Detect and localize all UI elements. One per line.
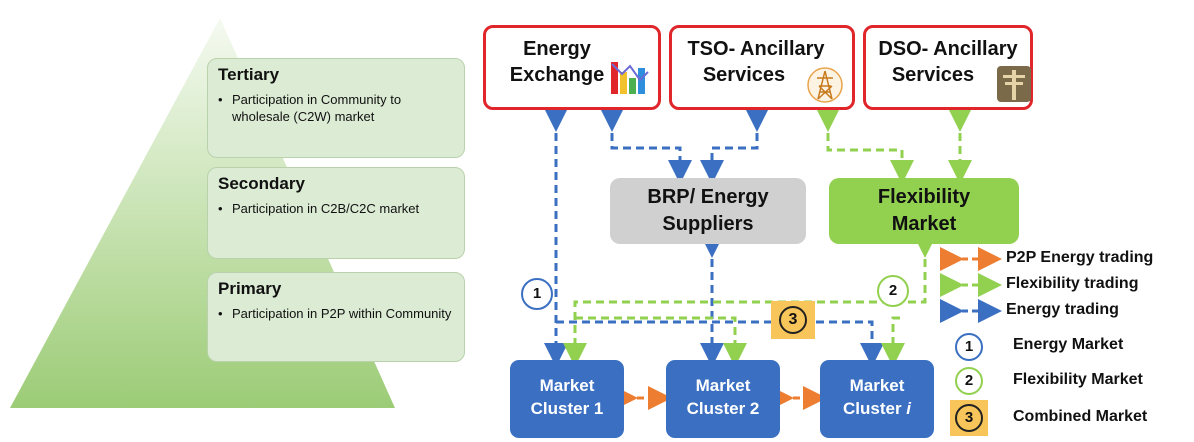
cluster-line-2: Cluster 2 (686, 399, 760, 418)
legend-energy-market-label: Energy Market (1013, 336, 1124, 353)
level-description: Participation in C2B/C2C market (218, 200, 454, 217)
box-line-1: Flexibility (877, 186, 971, 208)
flexibility-market-badge: 2 (877, 275, 909, 307)
combined-market-badge: 3 (771, 301, 815, 339)
legend-combined-market-badge: 3 (950, 400, 988, 436)
cluster-line-1: Market (849, 376, 905, 395)
brp-suppliers-box: BRP/ Energy Suppliers (610, 178, 806, 244)
dso-ancillary-box: DSO- Ancillary Services (863, 25, 1033, 110)
legend-energy-label: Energy trading (1006, 301, 1119, 318)
level-title: Secondary (218, 174, 305, 193)
legend-combined-market-number: 3 (955, 404, 983, 432)
box-line-1: DSO- Ancillary (878, 38, 1018, 60)
level-title: Tertiary (218, 65, 280, 84)
level-description: Participation in Community to wholesale … (218, 91, 454, 125)
box-line-2: Services (702, 64, 786, 86)
level-secondary: Secondary Participation in C2B/C2C marke… (207, 167, 465, 259)
level-primary: Primary Participation in P2P within Comm… (207, 272, 465, 362)
tso-ancillary-box: TSO- Ancillary Services (669, 25, 855, 110)
cluster-line-2: Cluster 1 (530, 399, 604, 418)
box-line-2: Services (891, 64, 975, 86)
combined-market-number: 3 (779, 306, 807, 334)
bar-chart-icon (611, 62, 649, 94)
box-line-2: Market (891, 213, 957, 235)
market-cluster-i: Market Cluster i (820, 360, 934, 438)
legend-flex-label: Flexibility trading (1006, 275, 1139, 292)
cluster-line-1: Market (539, 376, 595, 395)
legend-flexibility-market-label: Flexibility Market (1013, 371, 1143, 388)
cluster-line-1: Market (695, 376, 751, 395)
box-line-1: BRP/ Energy (647, 186, 769, 208)
legend-energy-market-badge: 1 (955, 333, 983, 361)
box-line-2: Exchange (509, 64, 605, 86)
legend-p2p-label: P2P Energy trading (1006, 249, 1154, 266)
utility-pole-icon (997, 66, 1031, 102)
cluster-line-2: Cluster i (820, 397, 934, 420)
box-line-2: Suppliers (662, 213, 754, 235)
energy-exchange-box: Energy Exchange (483, 25, 661, 110)
level-tertiary: Tertiary Participation in Community to w… (207, 58, 465, 158)
market-cluster-2: Market Cluster 2 (666, 360, 780, 438)
legend-flexibility-market-badge: 2 (955, 367, 983, 395)
flexibility-market-box: Flexibility Market (829, 178, 1019, 244)
box-line-1: Energy (523, 38, 591, 60)
cluster-index: i (906, 399, 912, 418)
legend-combined-market-label: Combined Market (1013, 408, 1148, 425)
energy-market-badge: 1 (521, 278, 553, 310)
cluster-name-text: Cluster (842, 399, 907, 418)
level-title: Primary (218, 279, 282, 298)
box-line-1: TSO- Ancillary (687, 38, 825, 60)
market-cluster-1: Market Cluster 1 (510, 360, 624, 438)
transmission-tower-icon (807, 67, 843, 103)
level-description: Participation in P2P within Community (218, 305, 454, 322)
flexibility-trading-lines (563, 108, 972, 367)
